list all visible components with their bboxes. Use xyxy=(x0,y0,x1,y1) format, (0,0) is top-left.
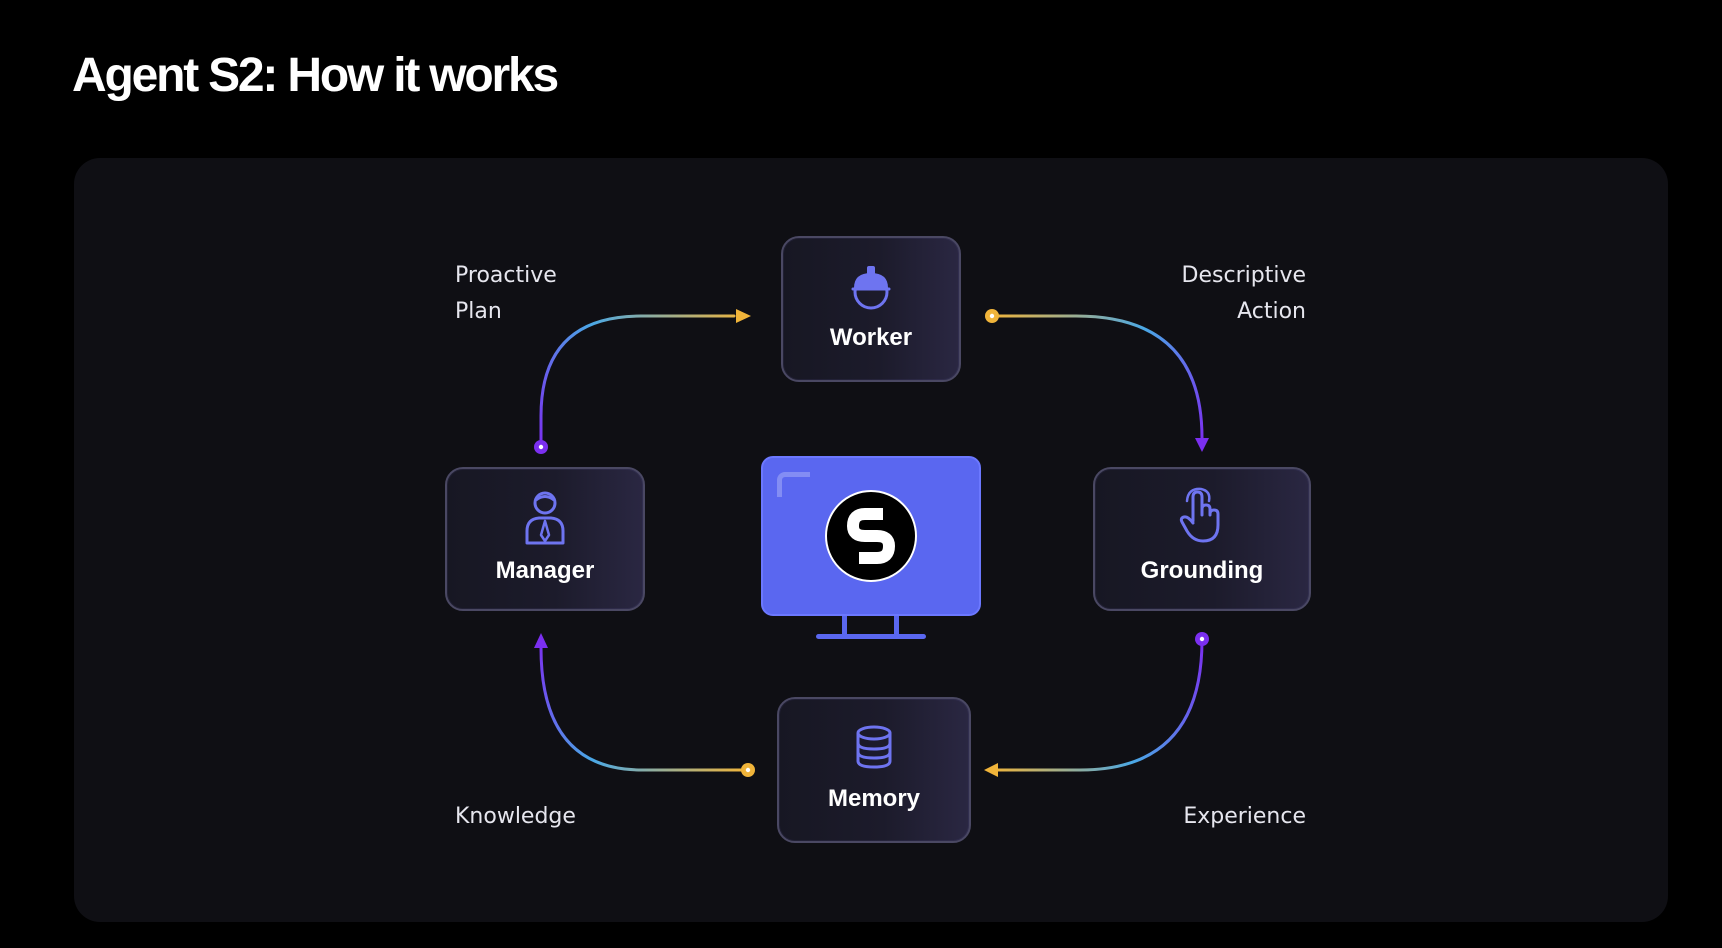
flow-label-knowledge: Knowledge xyxy=(455,804,576,829)
arrow-memory-to-manager xyxy=(534,633,755,777)
page-title: Agent S2: How it works xyxy=(72,49,559,102)
arrow-grounding-to-memory xyxy=(984,632,1209,777)
flow-connectors xyxy=(534,309,1209,777)
monitor-icon xyxy=(761,456,983,652)
grounding-node: Grounding xyxy=(1093,467,1311,611)
memory-node: Memory xyxy=(777,697,971,843)
flow-label-experience: Experience xyxy=(1183,804,1306,829)
pointing-hand-icon xyxy=(1179,487,1225,548)
monitor-stand-base xyxy=(816,634,926,639)
manager-label: Manager xyxy=(495,557,595,584)
grounding-label: Grounding xyxy=(1140,557,1264,584)
flow-label-descriptive-action: Descriptive Action xyxy=(1181,263,1306,324)
arrow-worker-to-grounding xyxy=(985,309,1209,452)
worker-label: Worker xyxy=(829,324,913,351)
memory-label: Memory xyxy=(827,785,921,812)
arrow-manager-to-worker xyxy=(534,309,751,454)
s-logo-icon xyxy=(825,490,917,582)
database-icon xyxy=(854,725,894,774)
screen-glare xyxy=(777,472,810,497)
monitor-stand-right xyxy=(894,616,899,636)
hard-hat-icon xyxy=(851,264,891,317)
worker-node: Worker xyxy=(781,236,961,382)
monitor-screen xyxy=(761,456,981,616)
diagram-panel: Proactive Plan Descriptive Action Knowle… xyxy=(74,158,1668,922)
monitor-stand-left xyxy=(842,616,847,636)
flow-label-proactive-plan: Proactive Plan xyxy=(455,263,557,324)
manager-node: Manager xyxy=(445,467,645,611)
manager-person-icon xyxy=(523,489,567,550)
